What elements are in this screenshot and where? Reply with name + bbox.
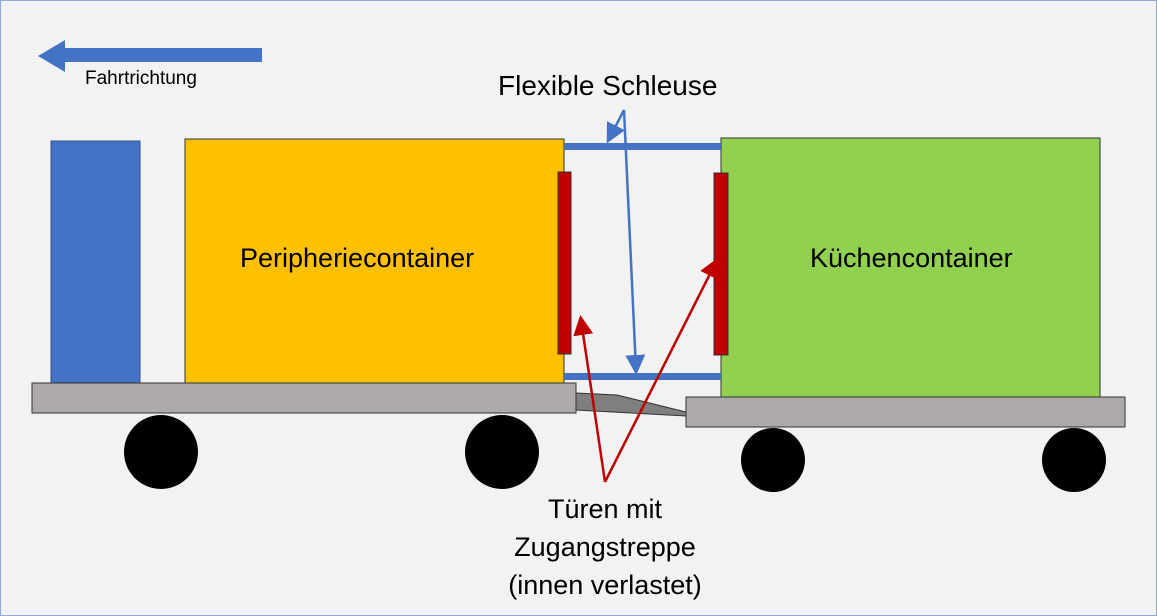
door-pointer-right xyxy=(603,257,719,483)
door-left xyxy=(557,171,572,355)
airlock-top xyxy=(564,143,721,150)
door-pointer-left xyxy=(573,315,607,483)
trailer-platform-left xyxy=(31,382,577,414)
wheel xyxy=(1042,428,1106,492)
airlock-bottom xyxy=(564,373,721,380)
tractor-unit xyxy=(50,140,141,384)
direction-arrow-icon xyxy=(38,40,262,72)
doors-label-line: Türen mit xyxy=(547,494,663,524)
doors-label-line: (innen verlastet) xyxy=(508,570,702,600)
kitchen-container-label: Küchencontainer xyxy=(810,243,1013,273)
kitchen-container xyxy=(720,137,1101,398)
airlock-pointer-bottom xyxy=(622,109,646,375)
doors-label-line: Zugangstreppe xyxy=(514,532,696,562)
doors-label: Türen mit Zugangstreppe (innen verlastet… xyxy=(455,490,755,604)
wheel xyxy=(465,415,539,489)
wheel xyxy=(124,415,198,489)
peripheral-container-label: Peripheriecontainer xyxy=(240,243,475,273)
airlock-label: Flexible Schleuse xyxy=(498,70,718,101)
trailer-platform-right xyxy=(685,396,1126,428)
airlock-pointer-top xyxy=(606,109,626,144)
direction-label: Fahrtrichtung xyxy=(85,68,197,89)
wheel xyxy=(741,428,805,492)
